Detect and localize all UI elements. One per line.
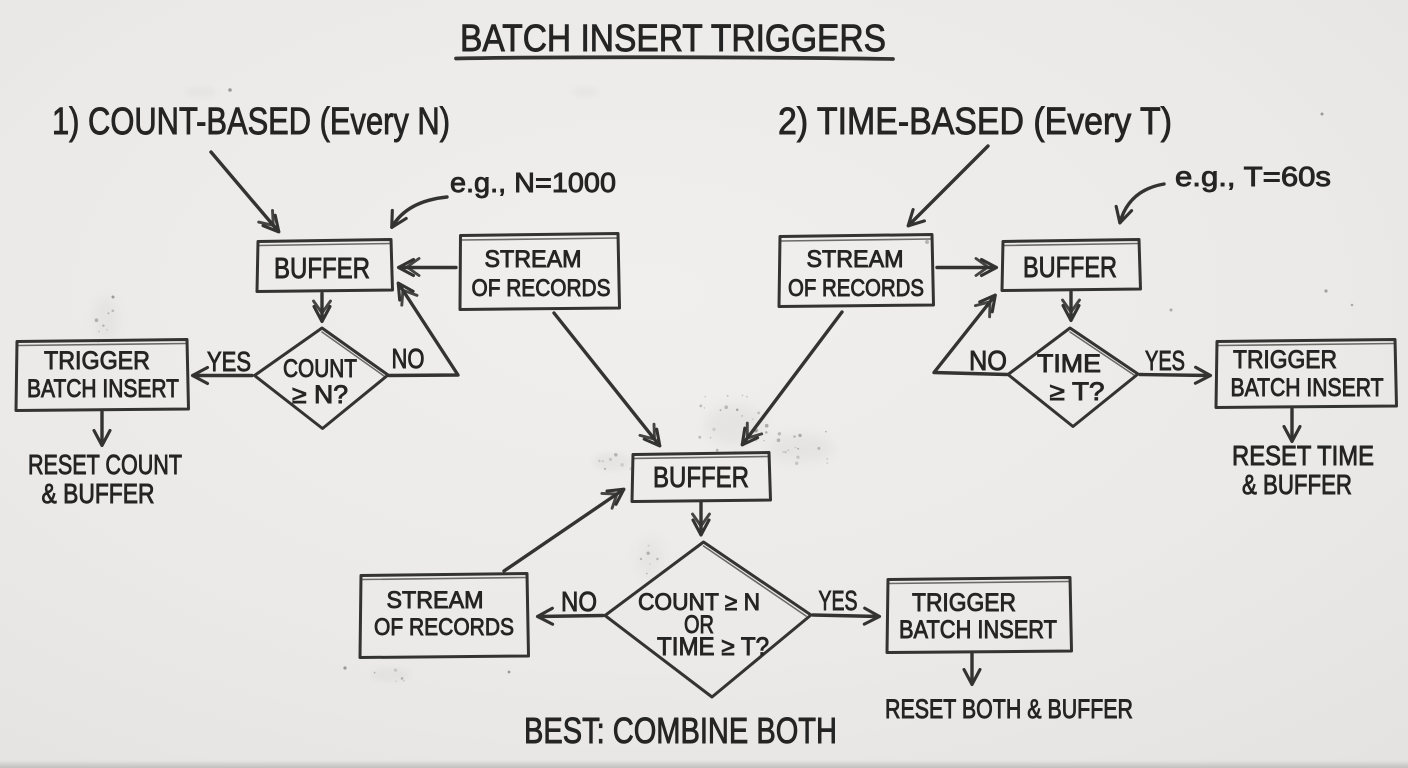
svg-text:1) COUNT-BASED (Every N): 1) COUNT-BASED (Every N): [52, 101, 450, 143]
svg-text:TRIGGER: TRIGGER: [1233, 346, 1337, 374]
svg-text:BUFFER: BUFFER: [653, 462, 749, 494]
svg-text:YES: YES: [207, 346, 251, 377]
svg-text:COUNT: COUNT: [283, 355, 357, 383]
svg-text:STREAM: STREAM: [807, 246, 904, 273]
svg-text:OF RECORDS: OF RECORDS: [788, 275, 924, 302]
svg-text:& BUFFER: & BUFFER: [1242, 469, 1352, 500]
svg-text:2) TIME-BASED (Every T): 2) TIME-BASED (Every T): [778, 101, 1172, 143]
svg-text:STREAM: STREAM: [485, 246, 582, 273]
svg-text:COUNT ≥ N: COUNT ≥ N: [638, 589, 760, 616]
svg-text:BATCH INSERT TRIGGERS: BATCH INSERT TRIGGERS: [460, 18, 886, 60]
svg-text:e.g., T=60s: e.g., T=60s: [1175, 161, 1331, 192]
svg-text:RESET COUNT: RESET COUNT: [28, 449, 182, 480]
svg-text:& BUFFER: & BUFFER: [42, 478, 155, 509]
svg-text:BUFFER: BUFFER: [274, 253, 370, 285]
svg-text:TIME ≥ T?: TIME ≥ T?: [657, 633, 769, 661]
svg-text:NO: NO: [561, 586, 597, 617]
svg-text:TRIGGER: TRIGGER: [912, 589, 1016, 617]
svg-text:BATCH INSERT: BATCH INSERT: [1231, 374, 1384, 402]
svg-text:e.g., N=1000: e.g., N=1000: [450, 167, 616, 198]
svg-text:BEST: COMBINE BOTH: BEST: COMBINE BOTH: [524, 710, 837, 751]
svg-text:YES: YES: [819, 585, 858, 616]
svg-text:≥ N?: ≥ N?: [292, 381, 348, 409]
svg-text:TIME: TIME: [1037, 350, 1101, 378]
svg-text:NO: NO: [969, 345, 1007, 376]
svg-text:≥ T?: ≥ T?: [1050, 378, 1105, 406]
svg-text:TRIGGER: TRIGGER: [44, 347, 150, 375]
svg-text:OR: OR: [684, 611, 714, 639]
svg-text:STREAM: STREAM: [387, 587, 484, 614]
svg-text:BUFFER: BUFFER: [1023, 252, 1117, 284]
svg-text:RESET TIME: RESET TIME: [1232, 440, 1374, 471]
svg-text:OF RECORDS: OF RECORDS: [472, 275, 611, 302]
svg-text:BATCH INSERT: BATCH INSERT: [899, 616, 1057, 644]
svg-text:YES: YES: [1145, 345, 1185, 376]
svg-text:OF RECORDS: OF RECORDS: [374, 614, 514, 641]
svg-text:NO: NO: [392, 343, 425, 374]
svg-text:BATCH INSERT: BATCH INSERT: [27, 375, 179, 403]
svg-text:RESET BOTH & BUFFER: RESET BOTH & BUFFER: [885, 694, 1133, 724]
